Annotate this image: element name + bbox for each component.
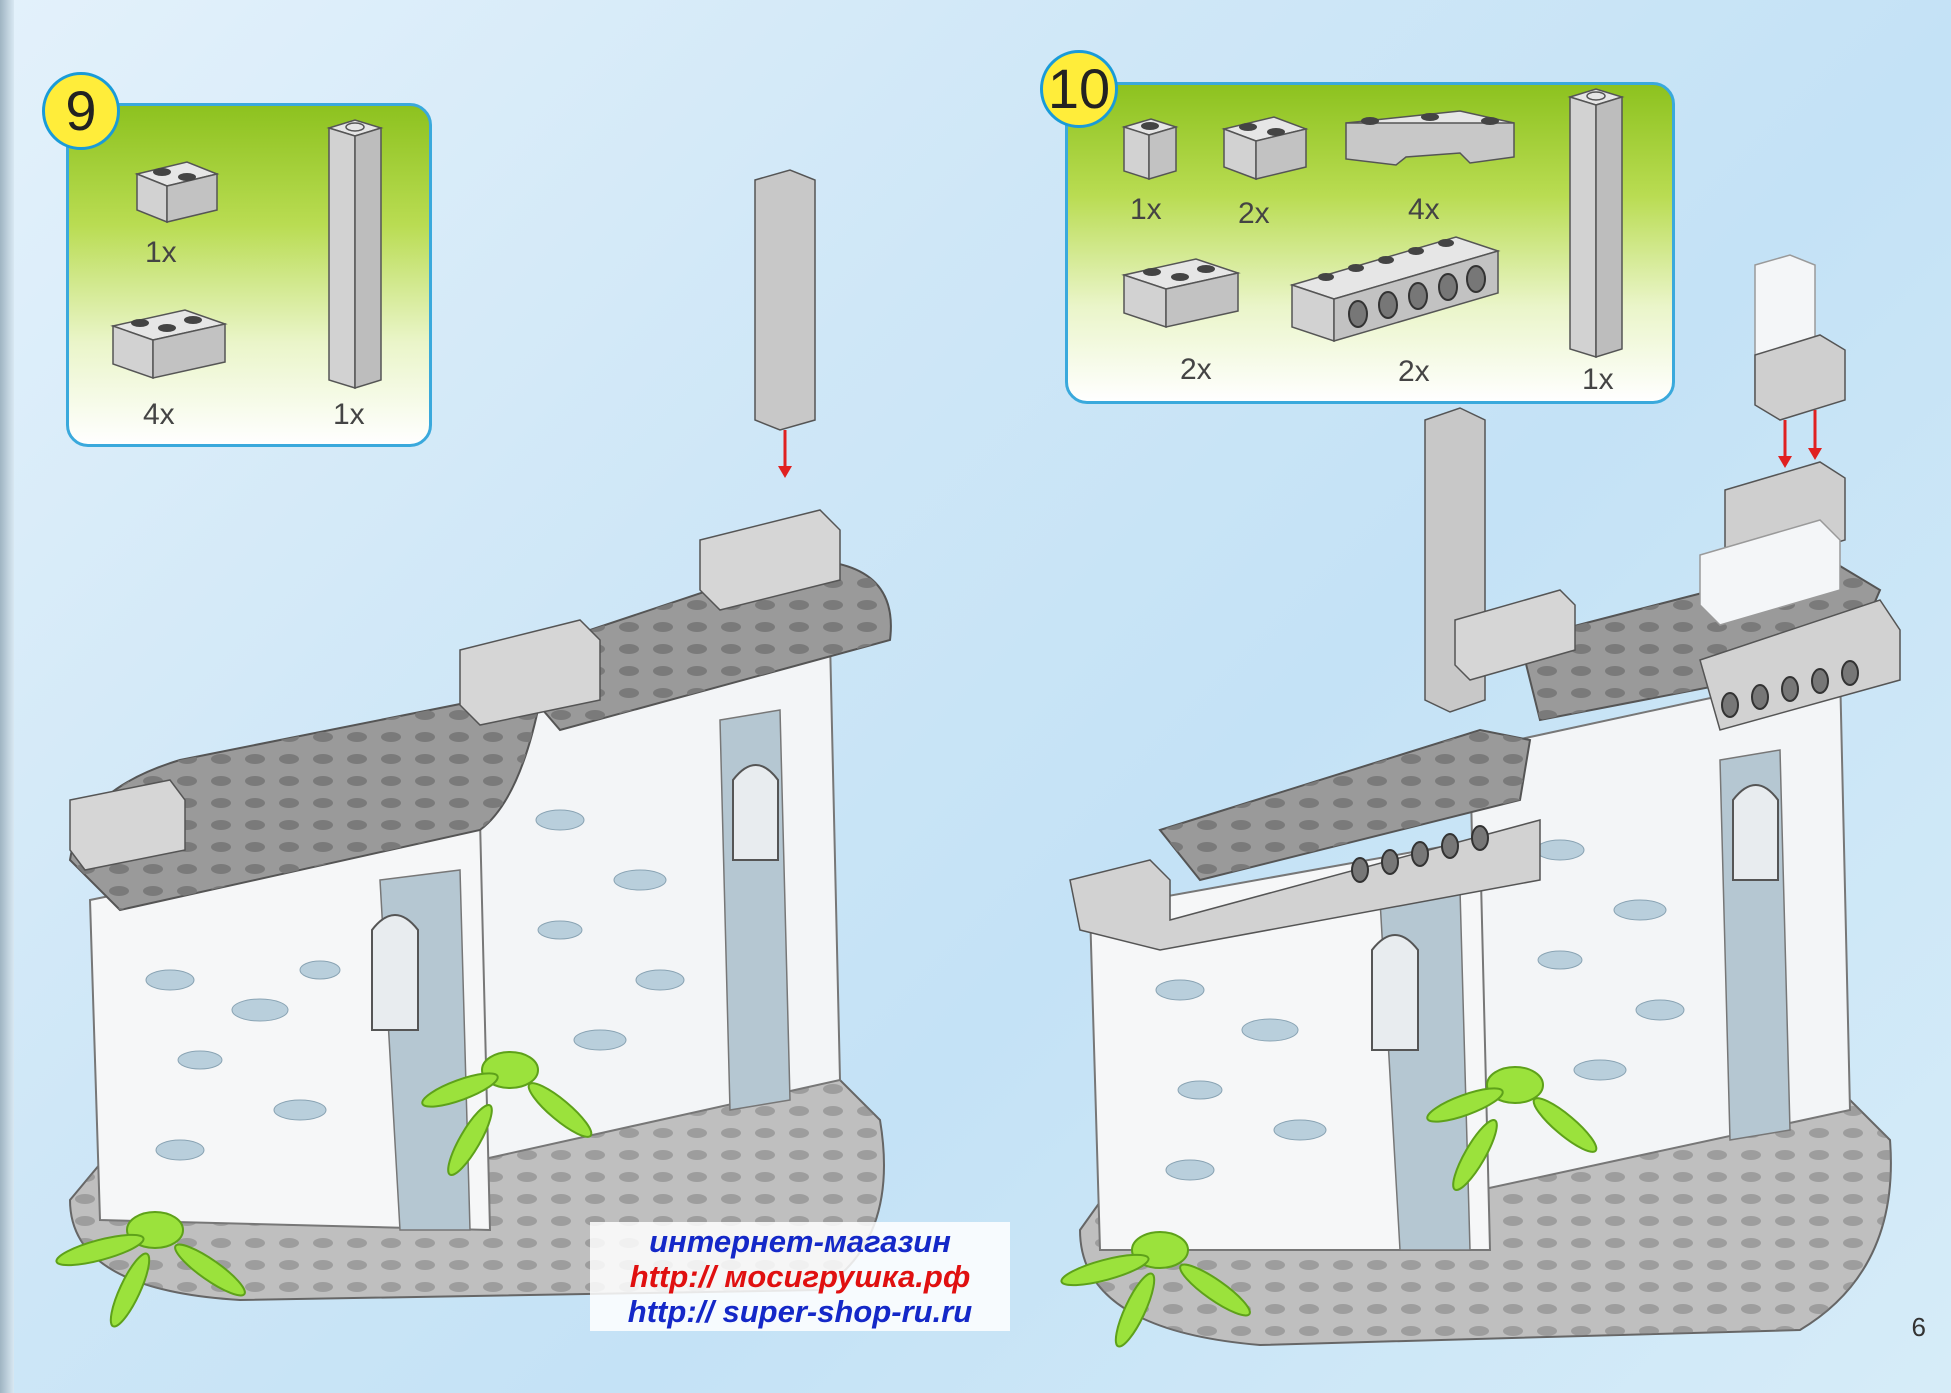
shop-line-1: интернет-магазин — [649, 1224, 951, 1259]
step-10-qty-5: 2x — [1398, 355, 1430, 388]
step-10-parts-box: 1x 2x 4x 1x 2x 2x — [1065, 82, 1675, 404]
step-10-badge: 10 — [1040, 50, 1118, 128]
shop-watermark: интернет-магазин http:// мосигрушка.рф h… — [590, 1222, 1010, 1331]
step-10-qty-2: 2x — [1238, 197, 1270, 230]
brick-1x2-part — [1221, 116, 1309, 181]
brick-1x2-part — [134, 161, 220, 224]
step-9-parts-box: 1x 4x 1x — [66, 103, 432, 447]
step-9-badge: 9 — [42, 72, 120, 150]
step-9-qty-2: 4x — [143, 398, 175, 431]
column-tall-part — [326, 119, 384, 390]
step-9-qty-3: 1x — [333, 398, 365, 431]
step-10-castle-model — [1060, 254, 1901, 1348]
step-10-qty-6: 1x — [1582, 363, 1614, 396]
brick-1x1-part — [1121, 118, 1179, 181]
step-10-qty-1: 1x — [1130, 193, 1162, 226]
step-9-castle-model — [55, 169, 892, 1328]
column-tall-part — [1567, 88, 1625, 359]
step-9-qty-1: 1x — [145, 236, 177, 269]
brick-1x3-part — [1121, 258, 1241, 329]
technic-brick-part — [1289, 236, 1501, 343]
page-number: 6 — [1911, 1312, 1926, 1342]
step-10-qty-4: 2x — [1180, 353, 1212, 386]
brick-1x3-part — [110, 309, 228, 380]
book-spine — [0, 0, 14, 1393]
step-10-qty-3: 4x — [1408, 193, 1440, 226]
shop-line-2[interactable]: http:// мосигрушка.рф — [629, 1259, 971, 1294]
arch-brick-part — [1345, 110, 1515, 166]
shop-line-3[interactable]: http:// super-shop-ru.ru — [627, 1294, 973, 1329]
